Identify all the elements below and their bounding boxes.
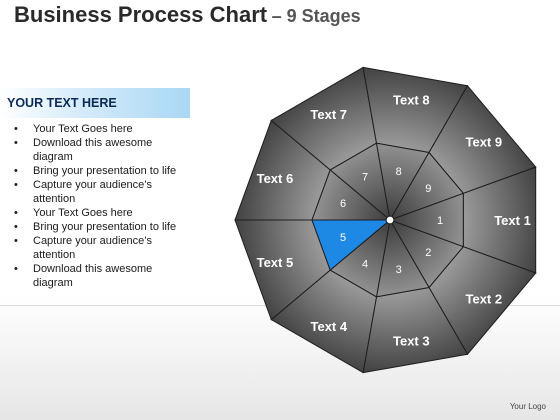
sidebar-heading: YOUR TEXT HERE [7,96,117,110]
bullet-list: Your Text Goes here Download this awesom… [4,122,182,290]
stage-label-1: Text 1 [494,213,531,228]
stage-label-8: Text 8 [393,92,430,107]
stage-number-7: 7 [362,172,368,184]
bullet-item: Capture your audience’s attention [4,234,182,262]
page-title: Business Process Chart – 9 Stages [14,4,361,26]
stage-number-3: 3 [396,264,402,276]
stage-number-2: 2 [425,247,431,259]
stage-label-3: Text 3 [393,334,430,349]
title-main: Business Process Chart [14,2,268,27]
bullet-item: Download this awesome diagram [4,136,182,164]
stage-label-2: Text 2 [465,292,502,307]
stage-number-1: 1 [437,215,443,227]
bullet-item: Download this awesome diagram [4,262,182,290]
sidebar-heading-band: YOUR TEXT HERE [0,88,190,118]
stage-label-6: Text 6 [257,171,294,186]
stage-label-9: Text 9 [465,134,502,149]
bullet-item: Bring your presentation to life [4,220,182,234]
title-sub: – 9 Stages [271,6,361,26]
stage-number-9: 9 [425,183,431,195]
bullet-item: Bring your presentation to life [4,164,182,178]
logo-text: Your Logo [509,402,546,411]
bullet-item: Your Text Goes here [4,122,182,136]
bullet-item: Capture your audience’s attention [4,178,182,206]
stage-number-5: 5 [340,232,346,244]
stage-label-7: Text 7 [310,107,347,122]
stage-number-4: 4 [362,258,368,270]
stage-label-4: Text 4 [310,319,347,334]
stage-number-6: 6 [340,198,346,210]
bullet-item: Your Text Goes here [4,206,182,220]
stage-label-5: Text 5 [257,255,294,270]
inner-wedge-9 [391,151,465,220]
stage-number-8: 8 [396,166,402,178]
